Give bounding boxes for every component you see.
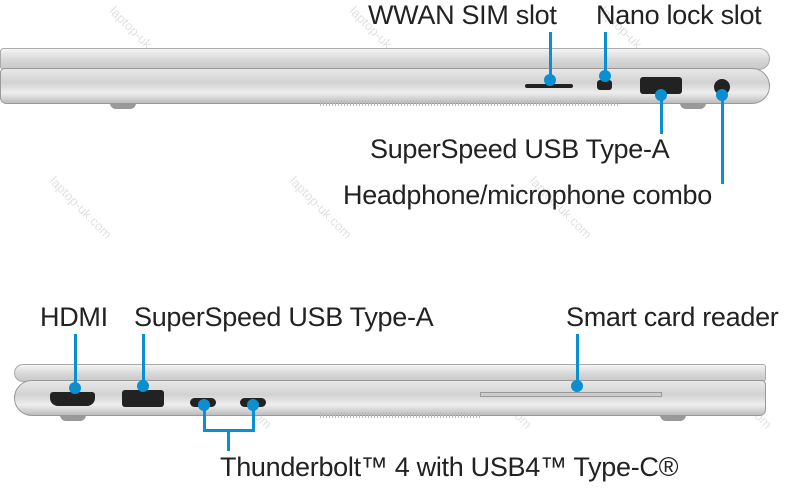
watermark: laptop-uk.com [46, 173, 116, 242]
label-usb-a-left: SuperSpeed USB Type-A [134, 302, 434, 332]
label-usb-a: SuperSpeed USB Type-A [370, 134, 670, 164]
label-hdmi: HDMI [40, 302, 108, 332]
nano-lock-slot [597, 80, 612, 90]
hdmi-port [50, 392, 95, 406]
wwan-sim-slot [525, 84, 573, 88]
label-thunderbolt: Thunderbolt™ 4 with USB4™ Type-C® [220, 452, 679, 482]
usb-a-port [122, 390, 164, 407]
label-headphone-combo: Headphone/microphone combo [343, 180, 712, 210]
smart-card-slot [480, 392, 662, 397]
label-smart-card-reader: Smart card reader [566, 302, 779, 332]
usb-a-port [640, 77, 682, 94]
label-wwan-sim-slot: WWAN SIM slot [368, 0, 557, 30]
label-nano-lock-slot: Nano lock slot [596, 0, 762, 30]
